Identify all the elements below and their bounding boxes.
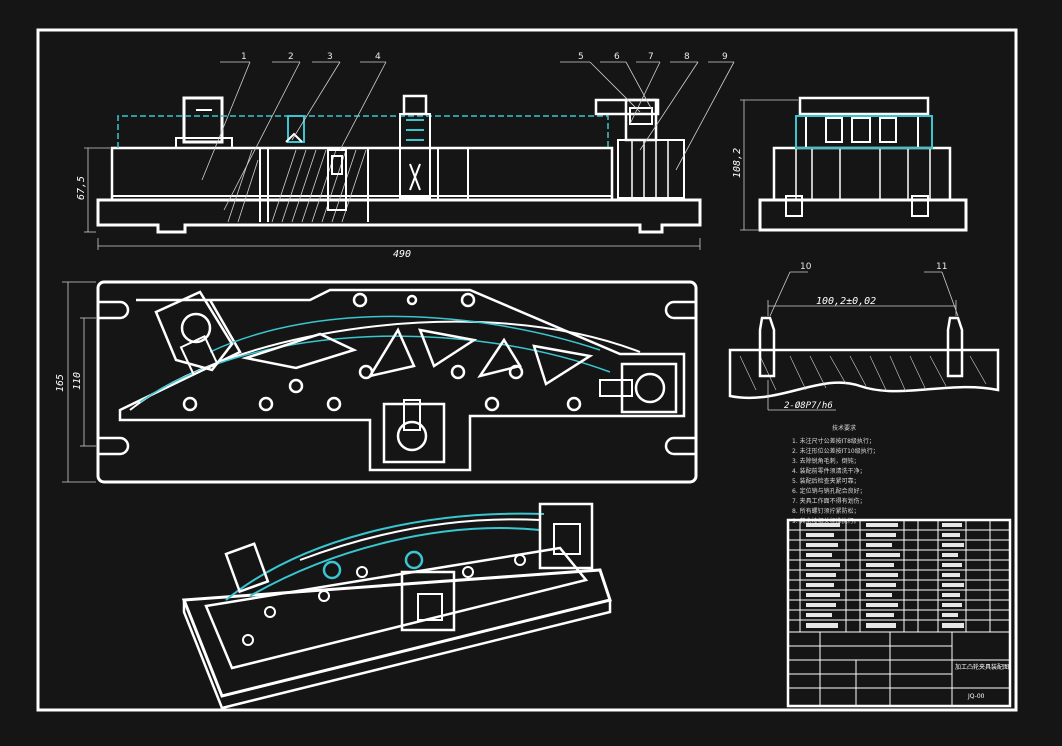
isometric-view (181, 502, 612, 710)
dim-detail-pin: 2-Ø8P7/h6 (784, 400, 833, 411)
side-view: 108,2 (732, 96, 968, 232)
dim-top-height: 165 (55, 374, 66, 392)
dim-detail-span: 100,2±0,02 (816, 296, 876, 307)
drawing-code: JQ-00 (967, 693, 985, 700)
tech-item-8: 8. 所有螺钉须拧紧防松； (792, 507, 860, 515)
tech-requirements-title: 技术要求 (832, 424, 856, 432)
balloon-2: 2 (288, 52, 294, 62)
balloon-3: 3 (327, 52, 333, 62)
balloon-4: 4 (375, 52, 381, 62)
tech-requirements: 技术要求 1. 未注尺寸公差按IT8级执行； 2. 未注形位公差按IT10级执行… (792, 424, 879, 525)
balloon-9: 9 (722, 52, 728, 62)
title-block: 加工凸轮夹具装配图 JQ-00 (786, 518, 1012, 708)
front-view: 1 2 3 4 5 6 7 8 9 490 67,5 (76, 52, 735, 260)
balloon-8: 8 (684, 52, 690, 62)
tech-item-4: 4. 装配前零件须清洗干净； (792, 467, 866, 475)
dim-side-height: 108,2 (732, 148, 743, 178)
tech-item-7: 7. 夹具工作面不得有划伤； (792, 497, 866, 505)
drawing-title: 加工凸轮夹具装配图 (955, 663, 1009, 671)
tech-item-2: 2. 未注形位公差按IT10级执行； (792, 447, 879, 455)
balloon-10: 10 (800, 262, 812, 272)
dim-top-inner: 110 (72, 372, 83, 390)
balloon-6: 6 (614, 52, 620, 62)
sheet-border (36, 28, 1018, 712)
balloon-7: 7 (648, 52, 654, 62)
balloon-11: 11 (936, 262, 947, 272)
detail-view: 10 11 100,2±0,02 2-Ø8P7/h6 (728, 262, 1000, 411)
tech-item-1: 1. 未注尺寸公差按IT8级执行； (792, 437, 875, 445)
balloon-5: 5 (578, 52, 584, 62)
dim-front-height: 67,5 (76, 176, 87, 200)
tech-item-6: 6. 定位销与销孔配合良好； (792, 487, 866, 495)
tech-item-5: 5. 装配后检查夹紧可靠； (792, 477, 860, 485)
balloon-1: 1 (241, 52, 247, 62)
dim-length: 490 (393, 249, 411, 260)
top-view: 165 110 (55, 280, 698, 484)
tech-item-3: 3. 去除锐角毛刺，倒钝； (792, 457, 860, 465)
